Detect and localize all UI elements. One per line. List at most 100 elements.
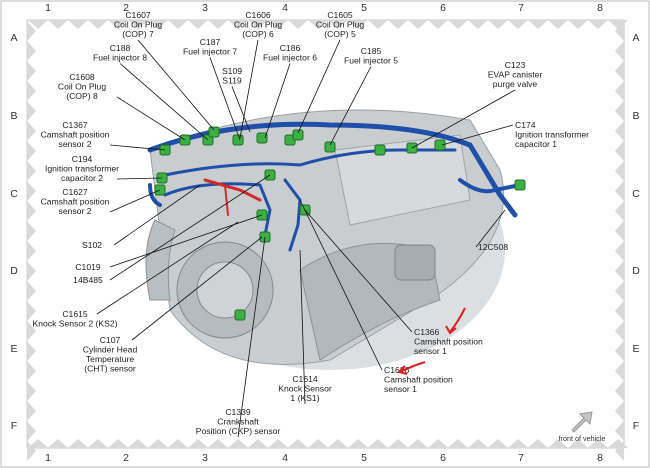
leader-c1367: [109, 144, 166, 151]
connector: [514, 179, 526, 191]
callout-line: Ignition transformer: [45, 164, 119, 174]
callout-line: (COP) 7: [122, 29, 154, 39]
leader-c1607: [137, 39, 215, 131]
callout-line: Ignition transformer: [515, 130, 589, 140]
leader-c185: [329, 66, 372, 146]
callout-line: 14B485: [73, 275, 103, 285]
connector: [234, 309, 246, 321]
connector: [434, 139, 446, 151]
grid-col-label: 1: [45, 452, 51, 464]
connector: [374, 144, 386, 156]
callout-line: Coil On Plug: [234, 20, 282, 30]
grid-col-label: 4: [282, 452, 288, 464]
grid-col-label: 8: [597, 452, 603, 464]
callout-line: Camshaft position: [414, 337, 483, 347]
callout-line: Knock Sensor 2 (KS2): [32, 319, 117, 329]
callout-c12508: 12C508: [478, 242, 508, 252]
grid-row-label: B: [10, 110, 17, 122]
callout-line: S102: [82, 240, 102, 250]
grid-col-label: 7: [518, 2, 524, 14]
grid-row-label: C: [632, 188, 640, 200]
front-arrow-icon: [571, 411, 593, 433]
callout-line: C187: [200, 37, 221, 47]
callout-line: C107: [100, 335, 121, 345]
arrow-c1366-head: [445, 325, 457, 335]
leader-c1608: [116, 96, 186, 141]
grid-row-label: F: [633, 420, 639, 432]
grid-row-label: A: [632, 32, 639, 44]
grid-col-label: 4: [282, 2, 288, 14]
leader-c1614: [299, 249, 306, 405]
connector: [256, 132, 268, 144]
leader-c12508: [475, 209, 506, 248]
callout-line: C1627: [62, 187, 88, 197]
callout-line: Camshaft position: [41, 130, 110, 140]
grid-row-label: C: [10, 188, 18, 200]
callout-line: Fuel injector 5: [344, 56, 398, 66]
grid-row-label: F: [11, 420, 17, 432]
callout-line: Cylinder Head: [83, 345, 138, 355]
callout-line: C123: [505, 60, 526, 70]
front-of-vehicle: front of vehicle: [559, 411, 606, 443]
callout-line: C1605: [327, 10, 353, 20]
callout-line: Coil On Plug: [58, 82, 106, 92]
callout-line: C174: [515, 120, 536, 130]
callout-line: C1019: [75, 262, 101, 272]
callout-line: Crankshaft: [217, 417, 259, 427]
leader-c1605: [297, 39, 341, 134]
callout-line: purge valve: [493, 79, 538, 89]
callout-line: capacitor 1: [515, 139, 557, 149]
leader-lines: [96, 39, 516, 438]
callout-line: C188: [110, 43, 131, 53]
front-of-vehicle-label: front of vehicle: [559, 434, 606, 443]
connector: [232, 134, 244, 146]
leader-s109: [231, 86, 251, 133]
callout-b485: 14B485: [73, 275, 103, 285]
callout-s102: S102: [82, 240, 102, 250]
callout-line: (COP) 5: [324, 29, 356, 39]
grid-col-label: 3: [202, 2, 208, 14]
connector: [208, 126, 220, 138]
connector: [324, 141, 336, 153]
grid-col-label: 2: [123, 2, 129, 14]
callout-line: Fuel injector 7: [183, 47, 237, 57]
callout-line: EVAP canister: [488, 70, 543, 80]
leader-c194: [116, 177, 163, 180]
callout-line: capacitor 2: [61, 173, 103, 183]
grid-row-label: E: [10, 343, 17, 355]
leader-c123: [411, 89, 516, 149]
grid-row-label: B: [632, 110, 639, 122]
callout-line: C1608: [69, 72, 95, 82]
callout-line: S109: [222, 66, 242, 76]
leader-c1606: [239, 39, 259, 139]
callout-line: C185: [361, 46, 382, 56]
grid-col-label: 5: [361, 452, 367, 464]
grid-row-label: A: [10, 32, 17, 44]
callout-line: (COP) 6: [242, 29, 274, 39]
grid-row-label: D: [632, 265, 640, 277]
callout-line: 12C508: [478, 242, 508, 252]
grid-col-label: 3: [202, 452, 208, 464]
callout-line: C1615: [62, 309, 88, 319]
leader-c107: [131, 236, 263, 341]
callout-line: Fuel injector 8: [93, 53, 147, 63]
grid-col-label: 8: [597, 2, 603, 14]
callout-line: Camshaft position: [41, 197, 110, 207]
